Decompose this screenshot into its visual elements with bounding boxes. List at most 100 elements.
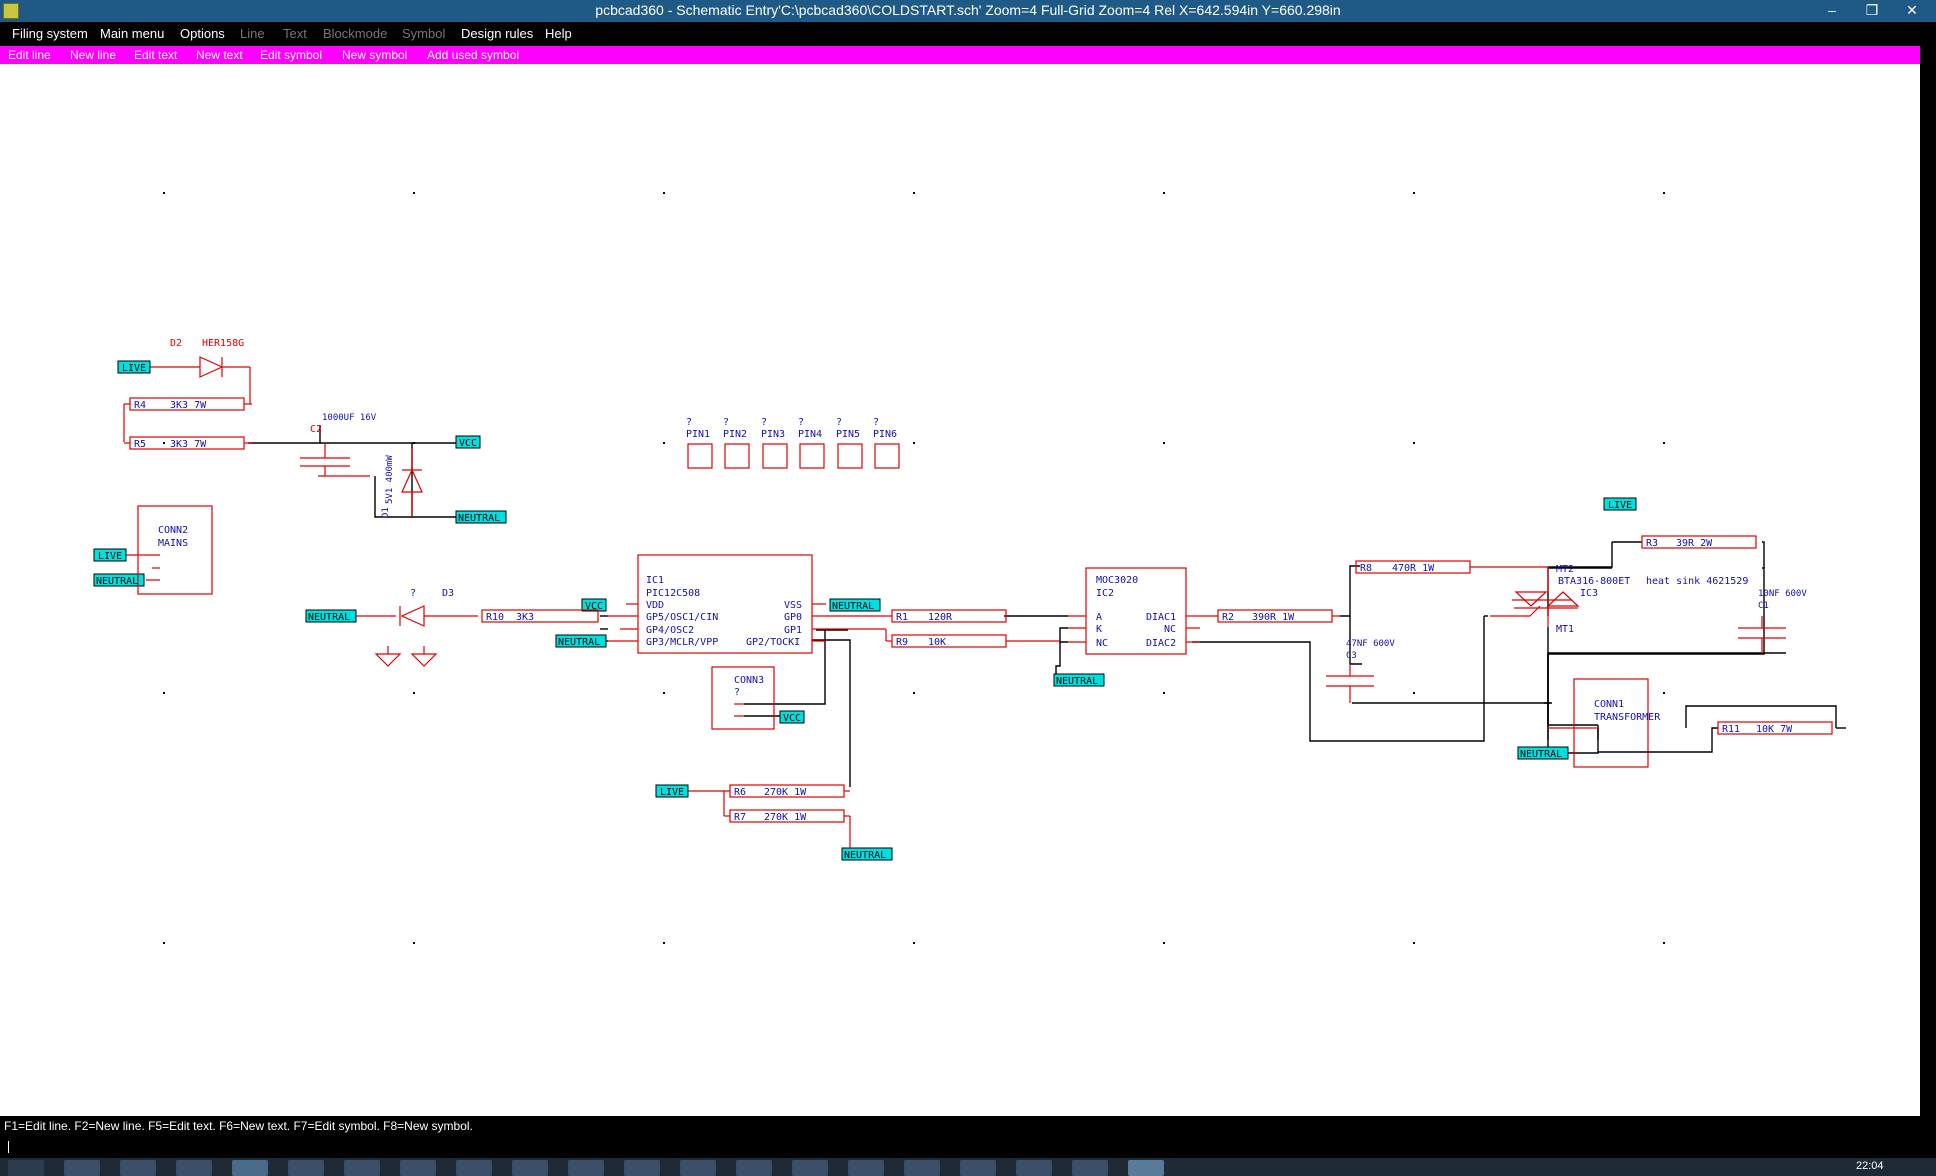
menu-filing-system[interactable]: Filing system	[12, 26, 88, 41]
net-flag-neutral[interactable]: NEUTRAL	[305, 609, 357, 623]
component-c1[interactable]: 10NF 600V C1	[1738, 589, 1807, 654]
net-flag-neutral[interactable]: NEUTRAL	[455, 510, 507, 524]
net-flag-live[interactable]: LIVE	[117, 360, 151, 374]
component-r9[interactable]: R9 10K	[826, 628, 1060, 648]
grid-dot	[663, 192, 665, 194]
net-flag-neutral[interactable]: NEUTRAL	[93, 573, 145, 587]
grid-dot	[1663, 192, 1665, 194]
svg-text:IC1: IC1	[646, 575, 664, 586]
tool-edit-symbol[interactable]: Edit symbol	[260, 48, 323, 62]
grid-dot	[1163, 692, 1165, 694]
component-r3[interactable]: R3 39R 2W	[1641, 535, 1757, 549]
taskbar-app-icon[interactable]	[176, 1160, 212, 1176]
tool-new-symbol[interactable]: New symbol	[342, 48, 408, 62]
net-flag-neutral[interactable]: NEUTRAL	[1517, 746, 1569, 760]
taskbar-app-icon[interactable]	[456, 1160, 492, 1176]
tool-edit-text[interactable]: Edit text	[134, 48, 178, 62]
net-flag-live[interactable]: LIVE	[655, 784, 689, 798]
component-r5[interactable]: R5 3K3 7W	[124, 436, 252, 450]
net-flag-neutral[interactable]: NEUTRAL	[1053, 673, 1105, 687]
component-conn2[interactable]: CONN2 MAINS	[126, 505, 213, 595]
taskbar-app-icon[interactable]	[1016, 1160, 1052, 1176]
component-d2[interactable]: D2 HER158G	[150, 338, 251, 404]
taskbar-app-icon[interactable]	[400, 1160, 436, 1176]
menu-options[interactable]: Options	[180, 26, 225, 41]
menu-symbol[interactable]: Symbol	[402, 26, 446, 41]
app-icon[interactable]	[3, 3, 19, 19]
taskbar-app-icon[interactable]	[624, 1160, 660, 1176]
component-r4[interactable]: R4 3K3 7W	[123, 397, 252, 442]
taskbar-app-icon[interactable]	[848, 1160, 884, 1176]
net-flag-live[interactable]: LIVE	[1603, 497, 1637, 511]
svg-text:?: ?	[723, 417, 729, 428]
component-d1[interactable]: 5V1 400mW D1	[381, 448, 423, 518]
taskbar-app-icon[interactable]	[960, 1160, 996, 1176]
net-flag-vcc[interactable]: VCC	[455, 435, 481, 449]
component-d3[interactable]: D3 ?	[356, 588, 478, 667]
svg-text:?: ?	[734, 687, 740, 698]
svg-text:270K 1W: 270K 1W	[764, 812, 807, 823]
net-flag-neutral[interactable]: NEUTRAL	[829, 598, 881, 612]
menu-line[interactable]: Line	[240, 26, 265, 41]
component-c2[interactable]: C2 1000UF 16V	[300, 413, 377, 477]
taskbar-app-icon[interactable]	[792, 1160, 828, 1176]
component-r11[interactable]: R11 10K 7W	[1717, 721, 1833, 735]
schematic-drawing[interactable]: LIVE VCC NEUTRAL LIVE NEUTRAL NEUTRAL VC…	[0, 64, 1920, 1116]
net-flag-neutral[interactable]: NEUTRAL	[555, 634, 607, 648]
tool-edit-line[interactable]: Edit line	[8, 48, 51, 62]
taskbar-app-icon-active[interactable]	[1128, 1160, 1164, 1176]
maximize-button[interactable]: ❐	[1865, 2, 1879, 18]
command-line[interactable]	[0, 1136, 1936, 1158]
tool-add-used-symbol[interactable]: Add used symbol	[427, 48, 520, 62]
component-r10[interactable]: R10 3K3	[481, 609, 599, 623]
taskbar-clock: 22:04	[1856, 1160, 1884, 1172]
component-ic2[interactable]: MOC3020 IC2 A K NC DIAC1 NC DIAC2	[1068, 567, 1200, 655]
grid-dot	[1663, 692, 1665, 694]
menu-design-rules[interactable]: Design rules	[461, 26, 534, 41]
tool-new-text[interactable]: New text	[196, 48, 243, 62]
net-flag-vcc[interactable]: VCC	[779, 710, 805, 724]
minimize-button[interactable]: –	[1828, 2, 1836, 18]
svg-text:GP1: GP1	[784, 625, 802, 636]
net-flag-vcc[interactable]: VCC	[581, 598, 607, 612]
taskbar-app-icon[interactable]	[1072, 1160, 1108, 1176]
svg-text:GP2/TOCKI: GP2/TOCKI	[746, 637, 800, 648]
component-c3[interactable]: 47NF 600V C3	[1326, 639, 1395, 703]
taskbar-app-icon[interactable]	[344, 1160, 380, 1176]
start-icon[interactable]	[8, 1160, 44, 1176]
component-r1[interactable]: R1 120R	[826, 609, 1007, 623]
vertical-scrollbar[interactable]	[1920, 46, 1936, 1116]
taskbar-app-icon[interactable]	[120, 1160, 156, 1176]
component-r6[interactable]: R6 270K 1W	[688, 784, 850, 798]
taskbar-app-icon[interactable]	[288, 1160, 324, 1176]
component-r8[interactable]: R8 470R 1W	[1355, 560, 1548, 574]
schematic-canvas[interactable]: LIVE VCC NEUTRAL LIVE NEUTRAL NEUTRAL VC…	[0, 64, 1920, 1116]
tool-new-line[interactable]: New line	[70, 48, 117, 62]
svg-text:PIN4: PIN4	[798, 429, 822, 440]
menu-main-menu[interactable]: Main menu	[100, 26, 165, 41]
menu-help[interactable]: Help	[545, 26, 572, 41]
component-conn3[interactable]: CONN3 ?	[711, 666, 775, 730]
component-conn1[interactable]: CONN1 TRANSFORMER	[1548, 678, 1661, 768]
svg-text:HER158G: HER158G	[202, 338, 244, 349]
grid-dot	[163, 192, 165, 194]
net-flag-live[interactable]: LIVE	[93, 548, 127, 562]
component-r7[interactable]: R7 270K 1W	[723, 791, 851, 848]
taskbar-app-icon[interactable]	[680, 1160, 716, 1176]
component-ic3[interactable]: MT2 BTA316-800ET heat sink 4621529 IC3 M…	[1490, 564, 1748, 635]
component-r2[interactable]: R2 390R 1W	[1200, 609, 1340, 623]
taskbar-app-icon[interactable]	[232, 1160, 268, 1176]
taskbar-app-icon[interactable]	[736, 1160, 772, 1176]
taskbar-app-icon[interactable]	[904, 1160, 940, 1176]
taskbar-app-icon[interactable]	[64, 1160, 100, 1176]
svg-text:PIN1: PIN1	[686, 429, 710, 440]
pin-header-row[interactable]: PIN1 PIN2 PIN3 PIN4 PIN5 PIN6 ? ? ? ? ? …	[686, 417, 900, 469]
net-flag-neutral[interactable]: NEUTRAL	[841, 847, 893, 861]
menu-blockmode[interactable]: Blockmode	[323, 26, 388, 41]
taskbar-app-icon[interactable]	[568, 1160, 604, 1176]
close-button[interactable]: ✕	[1906, 2, 1918, 18]
component-ic1[interactable]: IC1 PIC12C508 VDD GP5/OSC1/CIN GP4/OSC2 …	[608, 554, 826, 654]
taskbar-app-icon[interactable]	[512, 1160, 548, 1176]
svg-text:GP0: GP0	[784, 612, 802, 623]
menu-text[interactable]: Text	[283, 26, 307, 41]
